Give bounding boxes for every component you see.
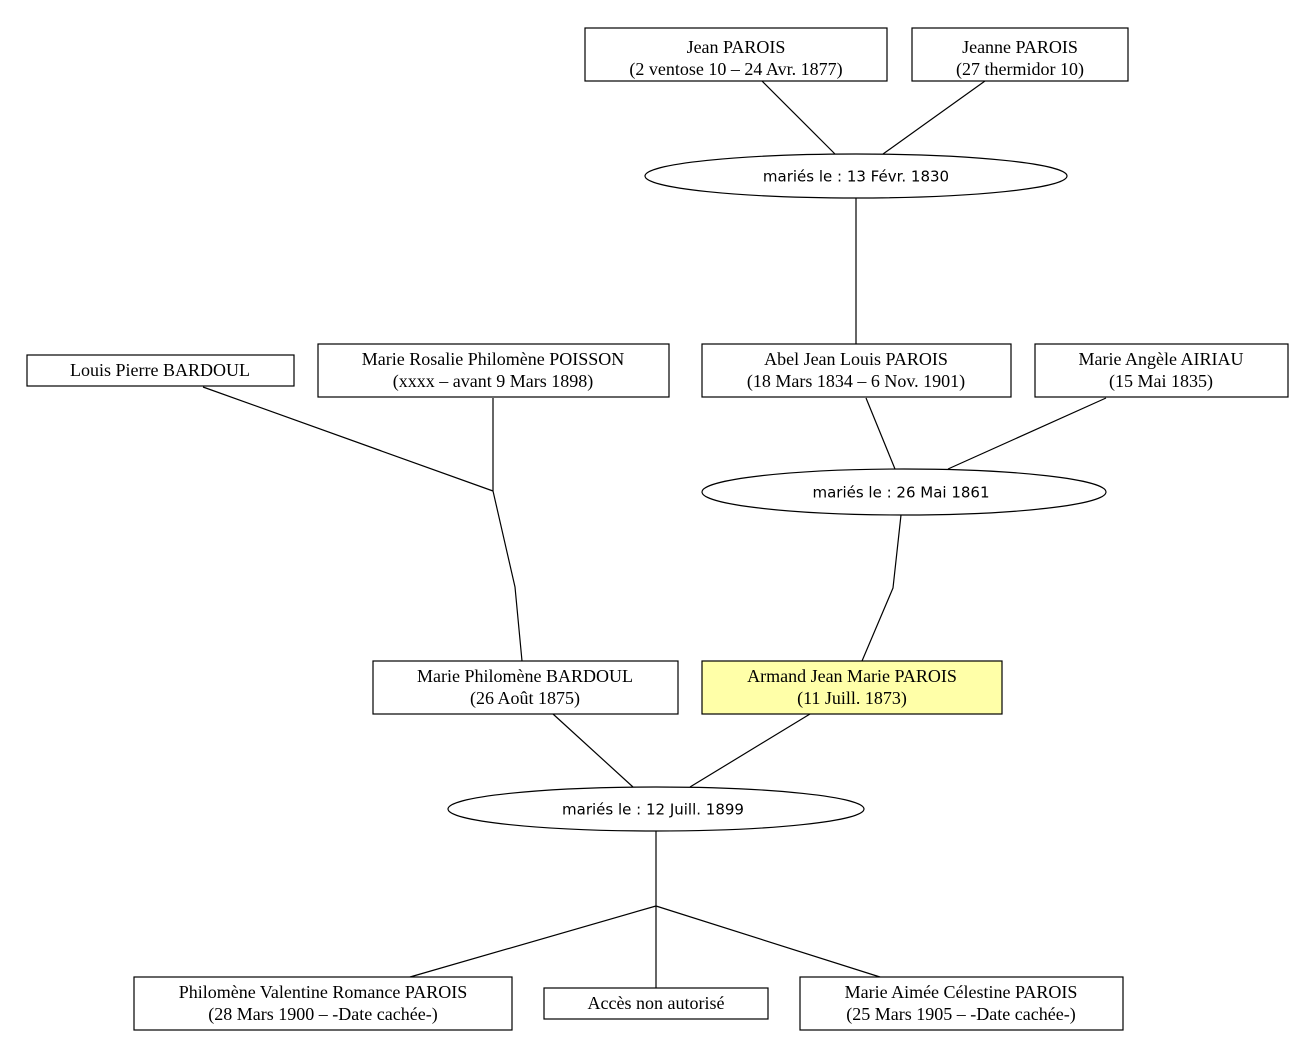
edge-airiau-to-marriage-1861 (947, 397, 1107, 470)
person-box (317, 343, 670, 398)
person-node-marie-aimee-parois[interactable]: Marie Aimée Célestine PAROIS (25 Mars 19… (799, 976, 1124, 1031)
person-box (26, 354, 295, 387)
edge-to-philomene (409, 905, 657, 978)
marriage-label: mariés le : 13 Févr. 1830 (763, 168, 949, 186)
person-node-marie-rosalie-poisson[interactable]: Marie Rosalie Philomène POISSON (xxxx – … (317, 343, 670, 398)
person-box (133, 976, 513, 1031)
person-box (584, 27, 888, 82)
edge-junction-to-marie-bardoul (492, 490, 523, 662)
person-name: Philomène Valentine Romance PAROIS (179, 982, 467, 1002)
edge-abel-to-marriage-1861 (865, 397, 896, 470)
marriage-ellipse (701, 468, 1107, 516)
person-node-jean-parois[interactable]: Jean PAROIS (2 ventose 10 – 24 Avr. 1877… (584, 27, 888, 82)
person-node-louis-bardoul[interactable]: Louis Pierre BARDOUL (26, 354, 295, 387)
marriage-node-1861[interactable]: mariés le : 26 Mai 1861 (701, 468, 1107, 516)
edge-to-marie-aimee (655, 905, 881, 978)
person-node-armand-parois[interactable]: Armand Jean Marie PAROIS (11 Juill. 1873… (701, 660, 1003, 715)
edge-marie-bardoul-to-marriage-1899 (552, 713, 634, 788)
person-node-abel-parois[interactable]: Abel Jean Louis PAROIS (18 Mars 1834 – 6… (701, 343, 1012, 398)
person-dates: (18 Mars 1834 – 6 Nov. 1901) (747, 371, 965, 392)
marriage-label: mariés le : 26 Mai 1861 (812, 484, 989, 502)
edge-louis-to-junction (202, 386, 494, 492)
person-dates: (28 Mars 1900 – -Date cachée-) (208, 1004, 437, 1025)
tree-edges (202, 80, 1107, 988)
marriage-node-1899[interactable]: mariés le : 12 Juill. 1899 (447, 786, 865, 832)
person-name: Accès non autorisé (588, 993, 725, 1013)
person-box (372, 660, 679, 715)
person-dates: (2 ventose 10 – 24 Avr. 1877) (629, 59, 842, 80)
person-name: Marie Philomène BARDOUL (417, 666, 633, 686)
marriage-ellipse (447, 786, 865, 832)
person-box (911, 27, 1129, 82)
person-node-marie-philomene-bardoul[interactable]: Marie Philomène BARDOUL (26 Août 1875) (372, 660, 679, 715)
person-dates: (11 Juill. 1873) (797, 688, 907, 709)
person-node-jeanne-parois[interactable]: Jeanne PAROIS (27 thermidor 10) (911, 27, 1129, 82)
marriage-node-1830[interactable]: mariés le : 13 Févr. 1830 (644, 153, 1068, 199)
person-node-philomene-valentine-parois[interactable]: Philomène Valentine Romance PAROIS (28 M… (133, 976, 513, 1031)
person-box-highlighted (701, 660, 1003, 715)
person-name: Abel Jean Louis PAROIS (764, 349, 948, 369)
edge-armand-to-marriage-1899 (689, 713, 811, 788)
edge-jean-to-marriage-1830 (761, 80, 836, 155)
person-box (799, 976, 1124, 1031)
person-dates: (15 Mai 1835) (1109, 371, 1213, 392)
person-node-marie-angele-airiau[interactable]: Marie Angèle AIRIAU (15 Mai 1835) (1034, 343, 1289, 398)
marriage-ellipse (644, 153, 1068, 199)
person-box (701, 343, 1012, 398)
person-name: Marie Rosalie Philomène POISSON (362, 349, 625, 369)
person-box (543, 987, 769, 1020)
marriage-label: mariés le : 12 Juill. 1899 (562, 801, 744, 819)
person-name: Armand Jean Marie PAROIS (747, 666, 957, 686)
person-dates: (26 Août 1875) (470, 688, 580, 709)
edge-jeanne-to-marriage-1830 (882, 80, 986, 155)
person-dates: (xxxx – avant 9 Mars 1898) (393, 371, 593, 392)
person-name: Louis Pierre BARDOUL (70, 360, 250, 380)
person-dates: (25 Mars 1905 – -Date cachée-) (846, 1004, 1075, 1025)
person-box (1034, 343, 1289, 398)
edge-marriage-1861-to-armand (861, 514, 902, 662)
person-node-acces-non-autorise[interactable]: Accès non autorisé (543, 987, 769, 1020)
person-name: Marie Aimée Célestine PAROIS (845, 982, 1078, 1002)
person-name: Marie Angèle AIRIAU (1079, 349, 1244, 369)
person-name: Jeanne PAROIS (962, 37, 1078, 57)
person-dates: (27 thermidor 10) (956, 59, 1084, 80)
person-name: Jean PAROIS (687, 37, 786, 57)
